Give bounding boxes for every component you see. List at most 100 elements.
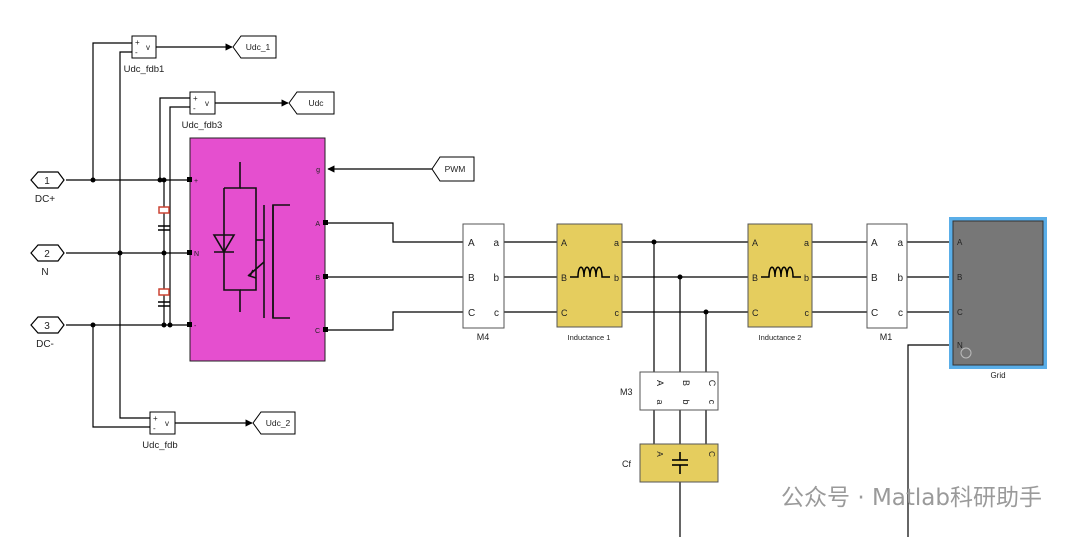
port-label: N <box>957 341 963 350</box>
inductance-1[interactable]: A B C a b c Inductance 1 <box>556 223 623 342</box>
port-label: a <box>655 399 665 404</box>
inport-dc-plus[interactable]: 1 DC+ <box>30 171 65 205</box>
goto-label: Udc_1 <box>246 42 271 52</box>
port-label: A <box>957 238 963 247</box>
block-label: Inductance 1 <box>568 333 611 342</box>
inverter-block[interactable]: + N - g A B C <box>187 137 328 362</box>
grid-block[interactable]: A B C N Grid <box>949 217 1047 380</box>
voltmeter-udc-fdb1[interactable]: + - v Udc_fdb1 <box>124 35 165 75</box>
block-label: Inductance 2 <box>759 333 802 342</box>
port-label: A <box>871 238 878 249</box>
igbt-diode-icon <box>212 162 290 319</box>
port-label: B <box>752 273 758 283</box>
inport-n[interactable]: 2 N <box>30 244 65 278</box>
port-label: B <box>871 273 878 284</box>
port-label: b <box>804 273 809 283</box>
inport-number: 3 <box>44 321 50 332</box>
goto-label: Udc_2 <box>266 418 291 428</box>
port-label: b <box>493 273 499 284</box>
port-label: - <box>194 323 197 330</box>
filter-capacitor-cf[interactable]: A C Cf <box>622 443 719 483</box>
port-label: b <box>681 399 691 404</box>
svg-text:+: + <box>153 414 158 423</box>
port-label: a <box>614 238 619 248</box>
goto-udc-1[interactable]: Udc_1 <box>232 35 277 59</box>
from-pwm[interactable]: PWM <box>431 156 475 182</box>
port-label: C <box>871 308 878 319</box>
port-label: C <box>752 308 759 318</box>
port-label: c <box>898 308 903 319</box>
voltmeter-udc-fdb[interactable]: + - v Udc_fdb <box>142 411 178 451</box>
port-label: C <box>707 380 717 387</box>
port-label: A <box>655 451 664 457</box>
voltmeter-label: Udc_fdb3 <box>182 120 223 131</box>
voltmeter-label: Udc_fdb1 <box>124 64 165 75</box>
port-label: a <box>897 238 903 249</box>
inport-label: N <box>41 267 48 278</box>
inductor-coil-icon <box>761 266 801 278</box>
goto-udc-2[interactable]: Udc_2 <box>252 411 296 435</box>
port-label: b <box>897 273 903 284</box>
port-label: A <box>655 380 665 386</box>
goto-label: Udc <box>308 98 324 108</box>
measurement-m1[interactable]: A B C a b c M1 <box>866 223 908 342</box>
port-label: B <box>315 275 320 282</box>
port-label: + <box>194 178 198 185</box>
svg-text:-: - <box>153 424 156 433</box>
port-label: A <box>561 238 567 248</box>
voltmeter-label: Udc_fdb <box>142 440 177 451</box>
inport-dc-minus[interactable]: 3 DC- <box>30 316 65 350</box>
port-label: C <box>957 308 963 317</box>
inport-label: DC+ <box>35 194 55 205</box>
ground-symbol-icon <box>960 347 972 359</box>
port-label: c <box>615 308 620 318</box>
watermark: 公众号 · Matlab科研助手 <box>781 485 1042 511</box>
port-label: c <box>805 308 810 318</box>
port-label: C <box>468 308 475 319</box>
block-label: M1 <box>880 332 893 342</box>
wires <box>66 42 953 537</box>
port-label: N <box>194 251 199 258</box>
dc-link-capacitor-top[interactable] <box>158 206 170 231</box>
port-label: B <box>957 273 962 282</box>
port-label: g <box>316 167 320 174</box>
svg-text:-: - <box>135 48 138 57</box>
dc-link-capacitor-bottom[interactable] <box>158 288 170 307</box>
from-label: PWM <box>445 164 466 174</box>
svg-text:v: v <box>146 43 150 52</box>
block-label: M4 <box>477 332 490 342</box>
junction-dots <box>90 177 709 328</box>
inductor-coil-icon <box>570 266 610 278</box>
inductance-2[interactable]: A B C a b c Inductance 2 <box>747 223 813 342</box>
block-label: Grid <box>990 371 1005 380</box>
capacitor-icon <box>672 452 688 474</box>
port-label: A <box>315 221 320 228</box>
port-label: A <box>752 238 758 248</box>
voltmeter-udc-fdb3[interactable]: + - v Udc_fdb3 <box>182 91 223 131</box>
port-label: a <box>493 238 499 249</box>
port-label: c <box>494 308 499 319</box>
block-label: M3 <box>620 387 633 397</box>
measurement-m4[interactable]: A B C a b c M4 <box>462 223 505 342</box>
goto-udc[interactable]: Udc <box>288 91 335 115</box>
block-label: Cf <box>622 459 631 469</box>
port-label: B <box>561 273 567 283</box>
svg-text:+: + <box>193 94 198 103</box>
port-label: b <box>614 273 619 283</box>
svg-text:v: v <box>205 99 209 108</box>
svg-text:v: v <box>165 419 169 428</box>
port-label: B <box>468 273 475 284</box>
port-label: C <box>707 451 716 457</box>
inport-label: DC- <box>36 339 54 350</box>
measurement-m3[interactable]: A B C a b c M3 <box>620 371 719 411</box>
svg-text:-: - <box>193 104 196 113</box>
port-label: C <box>315 328 320 335</box>
port-label: C <box>561 308 568 318</box>
inport-number: 1 <box>44 176 50 187</box>
port-label: c <box>707 400 717 405</box>
inport-number: 2 <box>44 249 50 260</box>
port-label: A <box>468 238 475 249</box>
port-label: B <box>681 380 691 386</box>
port-label: a <box>804 238 809 248</box>
